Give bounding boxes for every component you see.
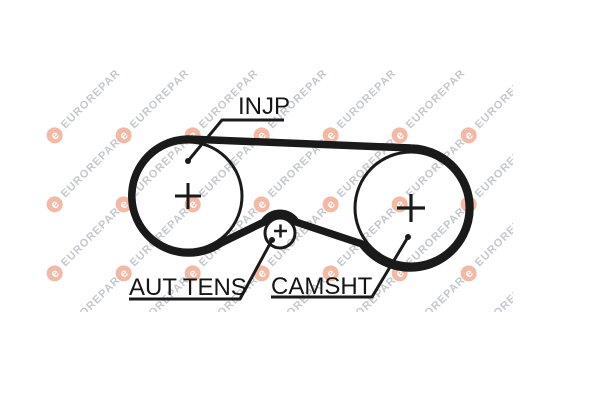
aut-tens-leader-dot xyxy=(269,237,275,243)
injection-pump-cross xyxy=(175,183,201,209)
tensioner-pulley xyxy=(263,216,297,250)
injp-leader-line xyxy=(186,118,284,162)
camsht-label: CAMSHT xyxy=(271,273,373,300)
tensioner-cross xyxy=(274,224,287,238)
injp-leader-dot xyxy=(185,158,191,164)
injp-label: INJP xyxy=(238,93,290,120)
camshaft-cross xyxy=(397,194,425,222)
camsht-leader-dot xyxy=(405,234,411,240)
camsht-leader-line xyxy=(271,236,410,299)
aut-tens-label: AUT TENS xyxy=(129,274,247,301)
aut-tens-leader-line xyxy=(129,239,274,301)
